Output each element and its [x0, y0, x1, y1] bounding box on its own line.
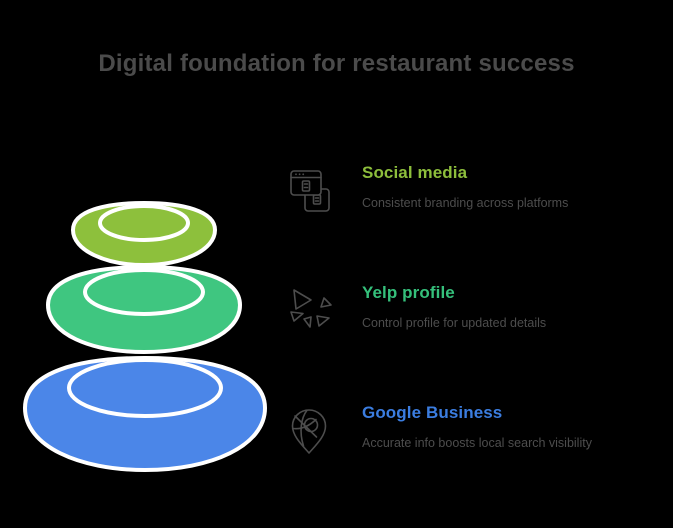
feature-text-block: Social media Consistent branding across … — [362, 162, 673, 211]
stacked-stones-illustration — [22, 200, 268, 473]
feature-text-block: Google Business Accurate info boosts loc… — [362, 402, 673, 451]
feature-item-social-media: Social media Consistent branding across … — [286, 162, 673, 242]
feature-description: Control profile for updated details — [362, 316, 547, 330]
feature-text-block: Yelp profile Control profile for updated… — [362, 282, 673, 331]
feature-title: Social media — [362, 163, 468, 182]
feature-item-google-business: Google Business Accurate info boosts loc… — [286, 402, 673, 482]
feature-title: Google Business — [362, 403, 503, 422]
feature-description: Consistent branding across platforms — [362, 196, 569, 210]
feature-title: Yelp profile — [362, 283, 455, 302]
page-title: Digital foundation for restaurant succes… — [98, 50, 575, 77]
stone-bottom — [22, 355, 268, 473]
feature-item-yelp-profile: Yelp profile Control profile for updated… — [286, 282, 673, 362]
map-pin-globe-icon — [291, 409, 327, 454]
stone-middle — [45, 264, 243, 355]
feature-description: Accurate info boosts local search visibi… — [362, 436, 592, 450]
stone-top — [70, 200, 218, 268]
browser-windows-icon — [290, 170, 330, 212]
yelp-burst-icon — [290, 289, 332, 328]
